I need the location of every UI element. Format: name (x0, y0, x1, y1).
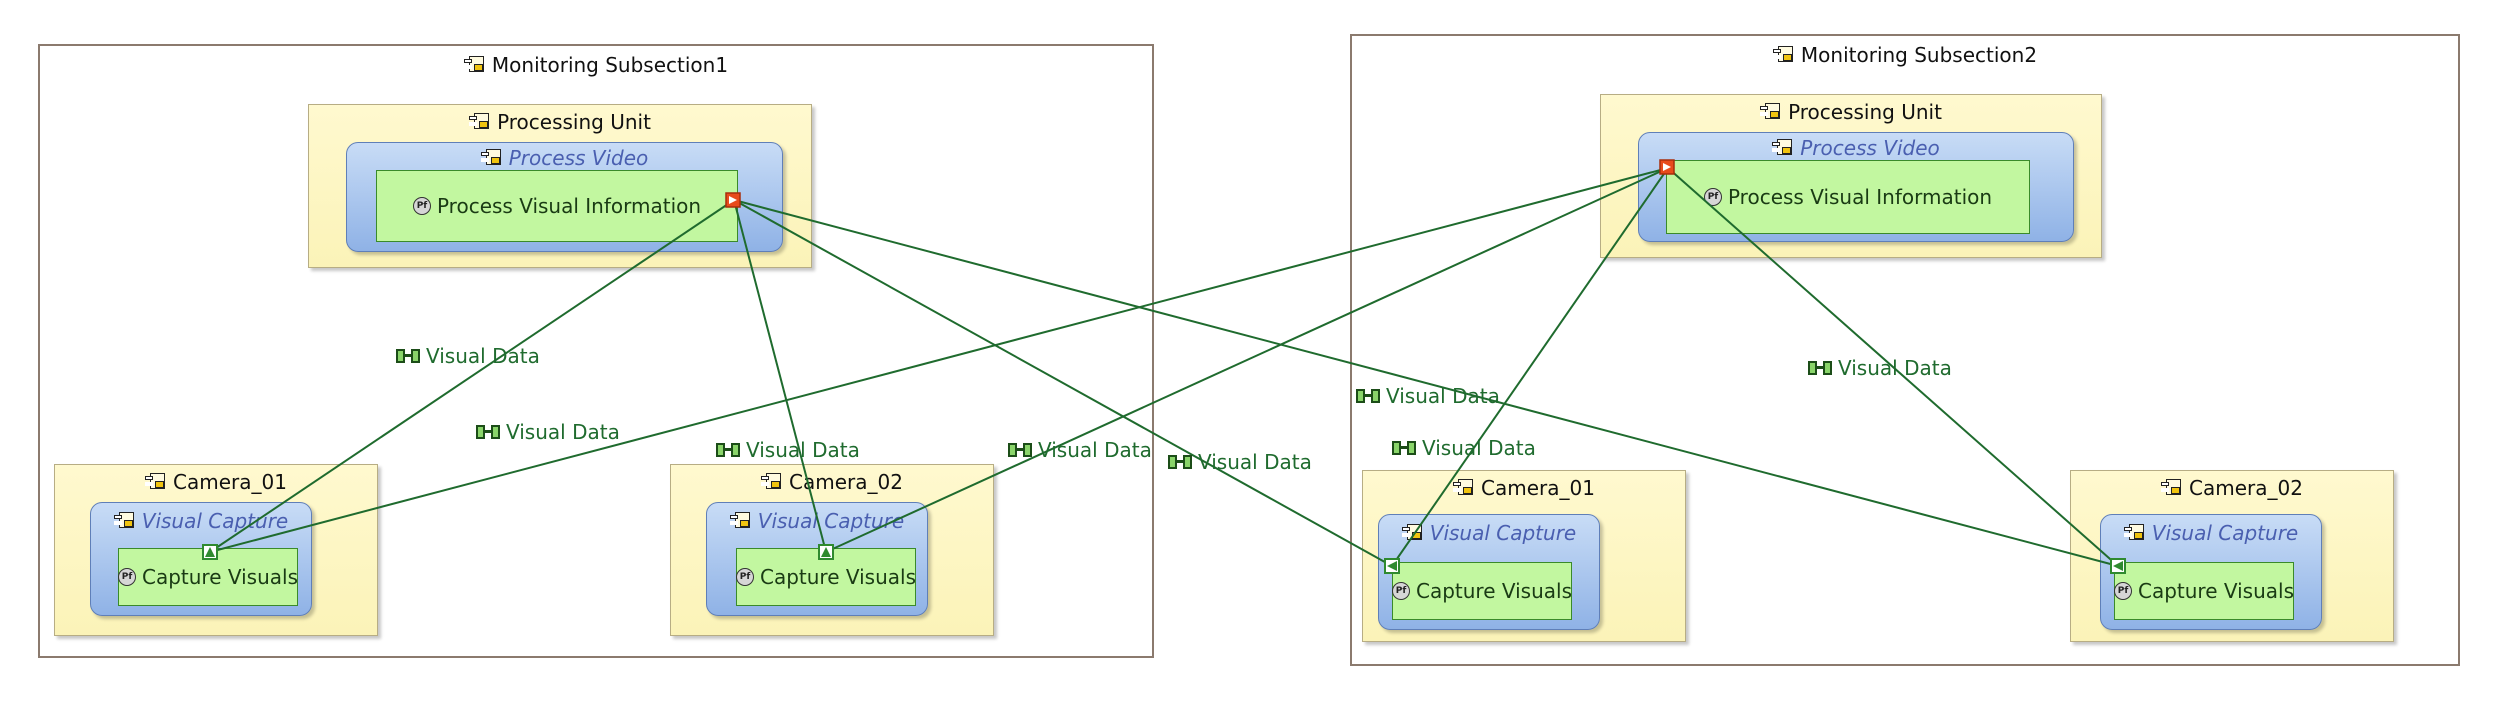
component-title: Visual Capture (2151, 521, 2299, 545)
output-port-2[interactable] (1659, 159, 1675, 175)
functional-exchange-icon (396, 349, 420, 363)
camera-title: Camera_02 (2189, 476, 2303, 500)
functional-exchange-icon (1808, 361, 1832, 375)
exchange-label[interactable]: Visual Data (1008, 438, 1152, 462)
physical-component-icon (2123, 523, 2146, 543)
exchange-link-2[interactable] (733, 199, 827, 553)
functional-exchange-icon (476, 425, 500, 439)
exchange-link-7[interactable] (1391, 167, 1669, 567)
function-label: Capture Visuals (1416, 579, 1573, 603)
input-port-1a[interactable] (202, 544, 218, 560)
exchange-label[interactable]: Visual Data (1168, 450, 1312, 474)
capture-visuals-function-1a[interactable]: Pf Capture Visuals (118, 548, 298, 606)
capture-visuals-function-2a[interactable]: Pf Capture Visuals (1392, 562, 1572, 620)
component-title: Process Video (1800, 136, 1940, 160)
exchange-label[interactable]: Visual Data (716, 438, 860, 462)
physical-node-icon (1772, 45, 1795, 65)
function-label: Process Visual Information (436, 194, 702, 218)
physical-node-icon (463, 55, 486, 75)
physical-node-icon (1453, 478, 1475, 498)
function-icon: Pf (118, 568, 136, 586)
exchange-link-5[interactable] (209, 167, 1669, 553)
camera-title: Camera_01 (173, 470, 287, 494)
function-icon: Pf (1392, 582, 1410, 600)
camera-title: Camera_01 (1481, 476, 1595, 500)
exchange-label[interactable]: Visual Data (396, 344, 540, 368)
function-label: Capture Visuals (2138, 579, 2295, 603)
process-visual-information-function-1[interactable]: Pf Process Visual Information (376, 170, 738, 242)
exchange-link-4[interactable] (733, 199, 2119, 567)
input-port-2a[interactable] (1384, 558, 1400, 574)
function-icon: Pf (2114, 582, 2132, 600)
component-title: Visual Capture (1429, 521, 1577, 545)
capture-visuals-function-1b[interactable]: Pf Capture Visuals (736, 548, 916, 606)
physical-component-icon (1772, 138, 1794, 158)
physical-node-icon (1760, 102, 1782, 122)
function-label: Process Visual Information (1727, 185, 1993, 209)
functional-exchange-icon (1168, 455, 1192, 469)
functional-exchange-icon (716, 443, 740, 457)
functional-exchange-icon (1392, 441, 1416, 455)
physical-component-icon (480, 148, 503, 168)
function-label: Capture Visuals (142, 565, 299, 589)
exchange-label[interactable]: Visual Data (1356, 384, 1500, 408)
exchange-label[interactable]: Visual Data (1808, 356, 1952, 380)
processing-unit-title: Processing Unit (1788, 100, 1942, 124)
component-title: Process Video (508, 146, 649, 170)
function-icon: Pf (1703, 188, 1722, 206)
function-icon: Pf (412, 197, 431, 215)
exchange-link-1[interactable] (209, 199, 735, 553)
physical-component-icon (113, 511, 136, 531)
physical-component-icon (729, 511, 752, 531)
subsection-title: Monitoring Subsection1 (491, 53, 729, 77)
output-port-1[interactable] (725, 192, 741, 208)
function-icon: Pf (736, 568, 754, 586)
exchange-link-6[interactable] (825, 167, 1669, 553)
process-visual-information-function-2[interactable]: Pf Process Visual Information (1666, 160, 2030, 234)
exchange-label[interactable]: Visual Data (476, 420, 620, 444)
component-title: Visual Capture (757, 509, 905, 533)
capture-visuals-function-2b[interactable]: Pf Capture Visuals (2114, 562, 2294, 620)
physical-node-icon (761, 472, 783, 492)
input-port-1b[interactable] (818, 544, 834, 560)
input-port-2b[interactable] (2110, 558, 2126, 574)
functional-exchange-icon (1356, 389, 1380, 403)
physical-node-icon (145, 472, 167, 492)
function-label: Capture Visuals (760, 565, 917, 589)
processing-unit-title: Processing Unit (497, 110, 651, 134)
exchange-link-8[interactable] (1667, 167, 2119, 567)
physical-node-icon (2161, 478, 2183, 498)
subsection-title: Monitoring Subsection2 (1800, 43, 2038, 67)
functional-exchange-icon (1008, 443, 1032, 457)
exchange-label[interactable]: Visual Data (1392, 436, 1536, 460)
physical-node-icon (469, 112, 491, 132)
component-title: Visual Capture (141, 509, 289, 533)
exchange-link-3[interactable] (733, 199, 1393, 567)
